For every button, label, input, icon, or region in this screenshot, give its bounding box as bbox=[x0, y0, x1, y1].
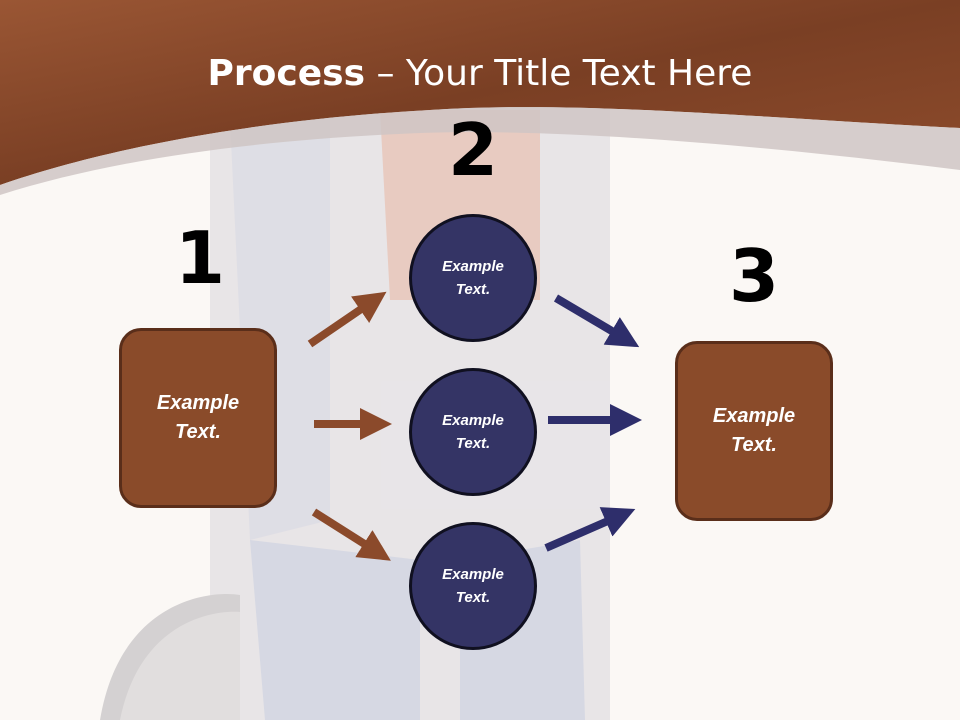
arrow-bottom-to-3 bbox=[544, 507, 636, 552]
title-rest: – Your Title Text Here bbox=[365, 53, 753, 94]
arrow-1-to-bottom bbox=[311, 508, 391, 561]
step-number-3: 3 bbox=[728, 234, 780, 318]
header-curve-shadow bbox=[0, 107, 960, 195]
header-band bbox=[0, 0, 960, 185]
slide-title: Process – Your Title Text Here bbox=[0, 52, 960, 96]
step-number-2: 2 bbox=[447, 108, 499, 192]
step-number-1: 1 bbox=[174, 216, 226, 300]
step-3-box: Example Text. bbox=[675, 341, 833, 521]
step-1-box: Example Text. bbox=[119, 328, 277, 508]
step-2-circle-bottom: Example Text. bbox=[409, 522, 537, 650]
step-2-circle-middle: Example Text. bbox=[409, 368, 537, 496]
arrow-1-to-top bbox=[307, 291, 387, 348]
title-bold: Process bbox=[207, 53, 366, 94]
arrow-top-to-3 bbox=[553, 294, 640, 348]
athlete-photo bbox=[100, 100, 610, 720]
step-2-circle-top: Example Text. bbox=[409, 214, 537, 342]
